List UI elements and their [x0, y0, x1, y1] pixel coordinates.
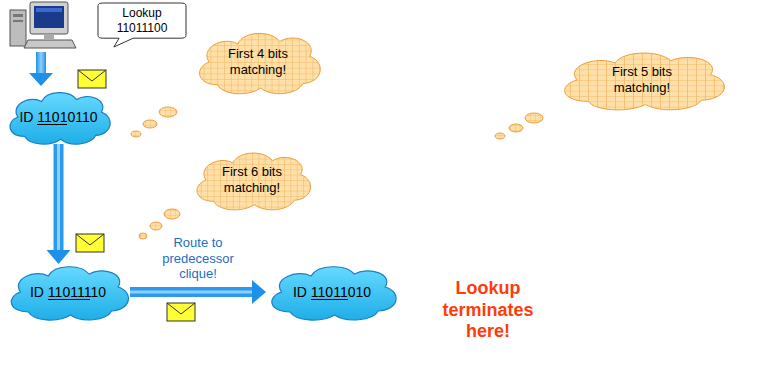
message-envelope [78, 70, 106, 88]
flow-arrow [47, 144, 71, 264]
computer-icon [10, 2, 76, 48]
thought-cloud: First 4 bits matching! [190, 28, 326, 96]
thought-cloud: First 5 bits matching! [552, 48, 732, 112]
result-note: Lookup terminates here! [418, 278, 558, 343]
thought-cloud: First 6 bits matching! [188, 148, 316, 212]
thought-trail [131, 107, 543, 239]
edge-label: Route to predecessor clique! [143, 235, 253, 282]
message-envelope [76, 234, 104, 252]
prefix-underline [37, 124, 67, 125]
prefix-underline [48, 299, 91, 300]
node-cloud: ID 11010110 [2, 88, 115, 146]
node-text: First 4 bits matching! [214, 46, 302, 77]
node-text: First 5 bits matching! [598, 64, 686, 95]
prefix-underline [311, 299, 348, 300]
message-envelope [167, 303, 195, 321]
node-text: Lookup 11011100 [110, 6, 174, 35]
flow-arrow [130, 280, 266, 304]
node-text: First 6 bits matching! [208, 164, 296, 195]
node-cloud: ID 11011110 [2, 262, 134, 322]
node-cloud: ID 11011010 [262, 262, 402, 322]
request-arrow [29, 52, 53, 86]
speech-bubble: Lookup 11011100 [98, 3, 186, 47]
